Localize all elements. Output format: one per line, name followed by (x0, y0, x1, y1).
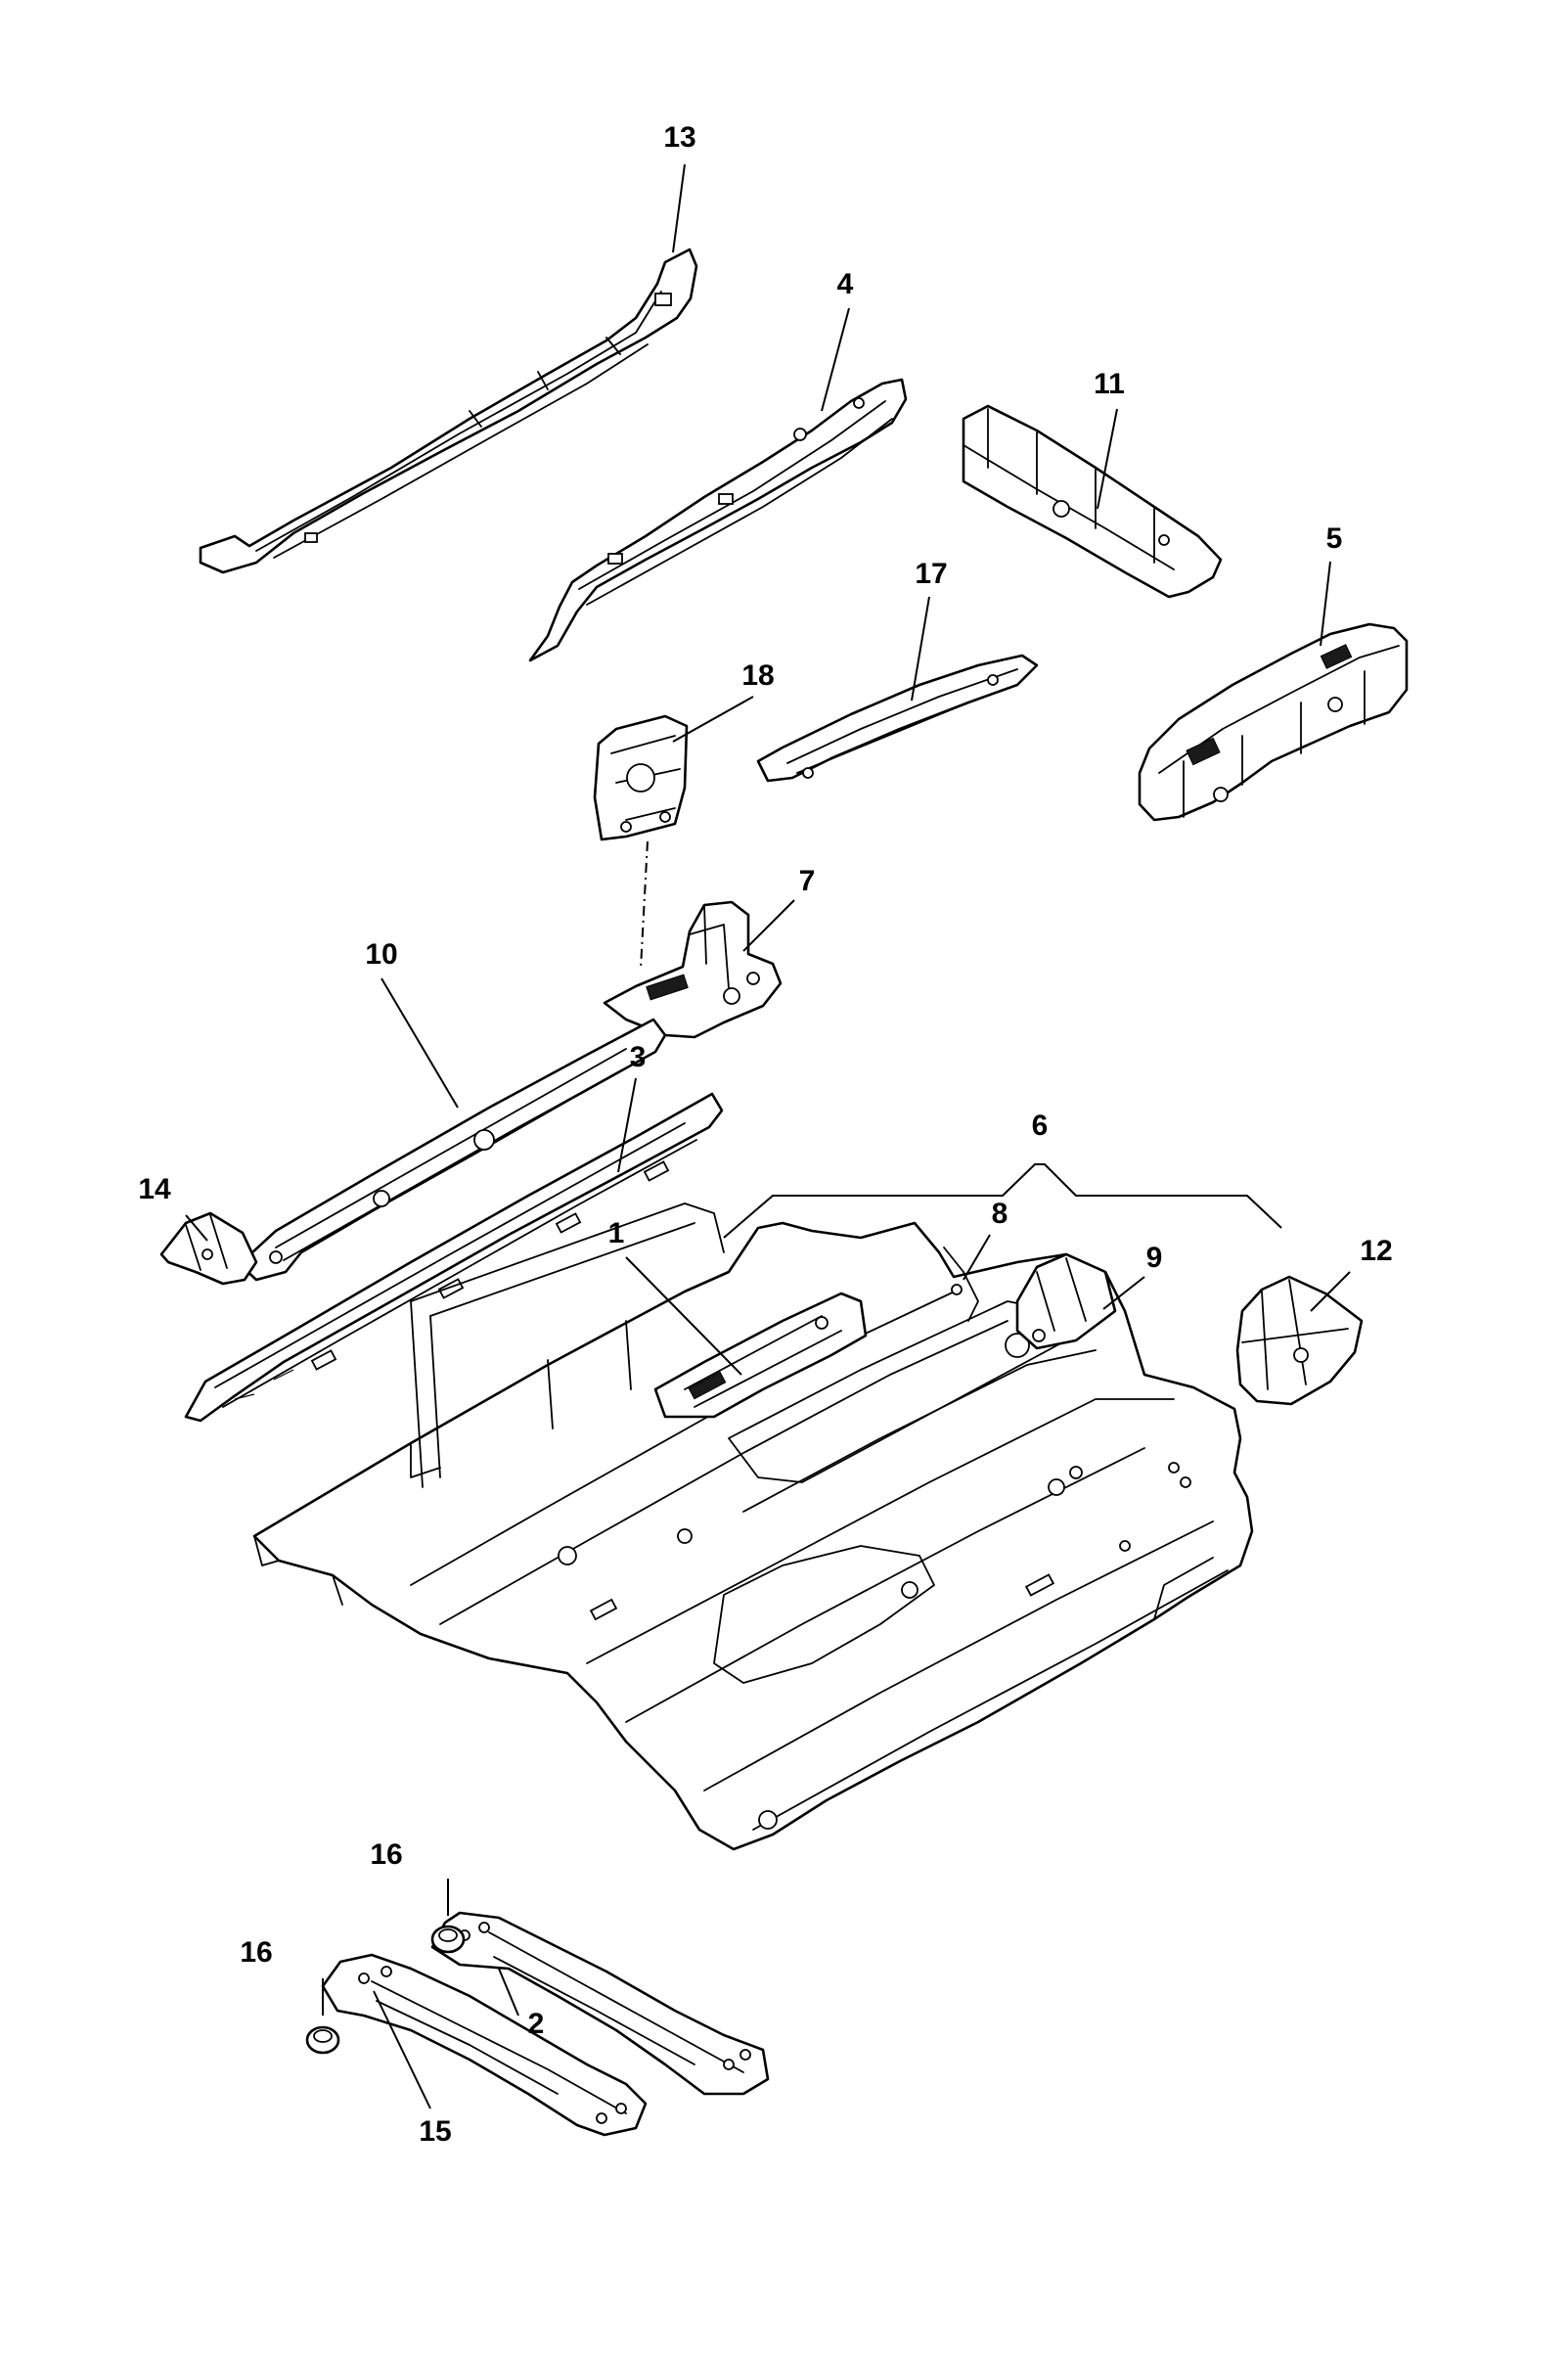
leader-lines (185, 163, 1351, 2109)
callout-11: 11 (1094, 368, 1125, 400)
part-1-seat-crossmember (653, 1292, 868, 1419)
part-16-nut-lower (305, 1978, 340, 2055)
part-15-crossmember (321, 1953, 648, 2137)
callout-6: 6 (1032, 1110, 1049, 1142)
part-17-rail (756, 654, 1039, 783)
part-4-rail (528, 378, 908, 662)
callout-13: 13 (663, 121, 695, 154)
part-7-bracket (603, 900, 783, 1039)
callout-3: 3 (630, 1041, 647, 1073)
callout-labels: 13 4 11 5 17 18 7 10 3 6 14 1 8 9 12 16 … (138, 121, 1392, 2148)
callout-2: 2 (528, 2008, 545, 2040)
callout-1: 1 (608, 1217, 625, 1249)
callout-10: 10 (365, 938, 397, 971)
callout-17: 17 (915, 558, 947, 590)
callout-4: 4 (837, 268, 854, 300)
callout-8: 8 (992, 1198, 1008, 1230)
part-8-reinforcement (943, 1247, 979, 1322)
part-3-sill (184, 1092, 724, 1423)
part-10-stiffener (238, 1018, 667, 1282)
part-18-7-alignment-line (640, 840, 649, 970)
part-5-rail-assembly (1138, 622, 1409, 822)
part-6-brace (723, 1163, 1282, 1239)
callout-16-lower: 16 (240, 1936, 272, 1969)
callout-12: 12 (1360, 1235, 1392, 1267)
callout-15: 15 (419, 2115, 451, 2148)
part-13-rail (199, 248, 698, 574)
part-11-crossmember (962, 404, 1223, 599)
part-12-bracket (1235, 1275, 1364, 1406)
callout-7: 7 (799, 865, 816, 897)
callout-18: 18 (741, 659, 774, 692)
part-9-tunnel-bracket (1015, 1252, 1117, 1350)
callout-14: 14 (138, 1173, 171, 1205)
part-18-bracket (593, 714, 689, 841)
callout-16-upper: 16 (370, 1838, 402, 1871)
part-16-nut-upper (430, 1879, 466, 1954)
callout-5: 5 (1326, 522, 1343, 555)
part-6-floor-pan-assembly (252, 1202, 1254, 1851)
callout-9: 9 (1146, 1242, 1163, 1274)
part-14-bracket (159, 1211, 258, 1286)
